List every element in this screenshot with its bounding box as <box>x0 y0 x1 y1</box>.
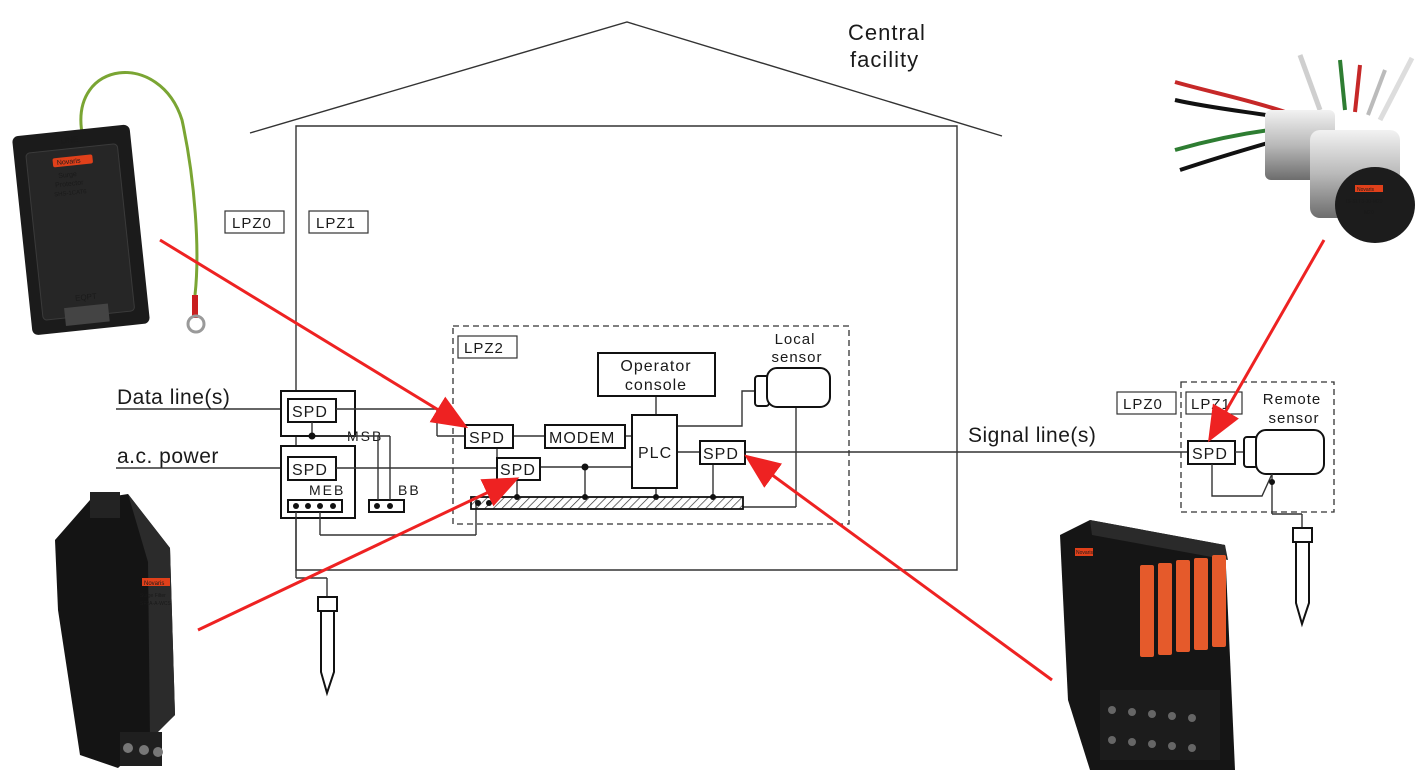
plc-block: PLC <box>631 414 678 489</box>
spd-remote: SPD <box>1187 440 1236 465</box>
ground-rod-remote <box>1292 527 1313 628</box>
svg-text:EQPT: EQPT <box>75 292 98 303</box>
svg-text:Novaris: Novaris <box>57 158 82 167</box>
svg-text:IS-SLT3-30-M20: IS-SLT3-30-M20 <box>1346 199 1383 205</box>
data-line-label: Data line(s) <box>117 386 230 409</box>
zone-label-lpz2: LPZ2 <box>457 335 518 359</box>
svg-text:SPD: SPD <box>292 404 328 421</box>
svg-text:Novaris: Novaris <box>1357 187 1374 193</box>
remote-lpz1-region <box>1180 381 1335 513</box>
zone-label-lpz0: LPZ0 <box>224 210 285 234</box>
signal-line-label: Signal line(s) <box>968 424 1096 447</box>
svg-text:MODEM: MODEM <box>549 430 615 447</box>
svg-text:LPZ1: LPZ1 <box>316 215 356 232</box>
remote-sensor <box>1243 429 1325 475</box>
svg-text:LINE: LINE <box>60 135 79 146</box>
bb-label: BB <box>398 482 421 498</box>
meb-bar <box>287 499 343 513</box>
svg-text:Operator: Operator <box>620 358 691 375</box>
svg-text:console: console <box>625 377 687 394</box>
lpz2-region <box>452 325 850 525</box>
meb-label: MEB <box>309 482 345 498</box>
svg-text:SF2A-A-WCS: SF2A-A-WCS <box>140 601 172 607</box>
ethernet-surge-protector-photo: LINE Novaris Surge Protector SHS-1CAT6 E… <box>12 71 206 335</box>
svg-text:LPZ0: LPZ0 <box>1123 396 1163 413</box>
remote-sensor-label-1: Remote <box>1263 391 1322 408</box>
equipotential-bonding-bar <box>470 496 744 510</box>
sensor-surge-protector-photo: Novaris IS-SLT3-30-M20 M20 <box>1172 52 1427 243</box>
bb-bar <box>368 499 405 513</box>
svg-text:M20: M20 <box>1364 210 1374 216</box>
ground-rod-main <box>317 596 338 697</box>
svg-text:Protector: Protector <box>55 179 85 189</box>
svg-text:Surge Filter: Surge Filter <box>140 593 166 599</box>
svg-text:SPD: SPD <box>1192 446 1228 463</box>
svg-text:SHS-1CAT6: SHS-1CAT6 <box>54 189 88 198</box>
spd-signal-lpz2: SPD <box>699 440 746 465</box>
din-rail-signal-modules-photo: Novaris <box>1060 520 1235 770</box>
svg-text:Surge: Surge <box>58 171 77 180</box>
zone-label-lpz0-remote: LPZ0 <box>1116 391 1177 415</box>
svg-text:SPD: SPD <box>703 446 739 463</box>
svg-text:SPD: SPD <box>292 462 328 479</box>
svg-text:Novaris: Novaris <box>144 581 164 587</box>
power-line-label: a.c. power <box>117 445 219 468</box>
spd-data-lpz2: SPD <box>464 424 514 449</box>
svg-text:LPZ2: LPZ2 <box>464 340 504 357</box>
facility-title-line-2: facility <box>850 47 919 72</box>
internal-wiring <box>295 390 1188 597</box>
spd-power-lpz2: SPD <box>496 457 541 481</box>
central-facility-building <box>249 21 1003 571</box>
operator-console-block: Operator console <box>597 352 716 397</box>
power-surge-filter-photo: Novaris Surge Filter SF2A-A-WCS <box>55 492 175 768</box>
local-sensor: Local sensor <box>754 331 831 408</box>
remote-sensor-label-2: sensor <box>1268 410 1319 427</box>
svg-text:LPZ0: LPZ0 <box>232 215 272 232</box>
svg-text:SPD: SPD <box>500 462 536 479</box>
zone-label-lpz1: LPZ1 <box>308 210 369 234</box>
spd-data-entry: SPD <box>287 398 337 423</box>
svg-text:Novaris: Novaris <box>1076 550 1093 556</box>
svg-text:PLC: PLC <box>638 445 672 462</box>
svg-text:Local: Local <box>775 331 816 348</box>
remote-wiring <box>1211 464 1303 528</box>
spd-power-entry: SPD <box>287 456 337 481</box>
product-pointer-arrows <box>159 238 1326 682</box>
modem-block: MODEM <box>544 424 626 449</box>
svg-text:sensor: sensor <box>771 349 822 366</box>
svg-text:SPD: SPD <box>469 430 505 447</box>
facility-title-line-1: Central <box>848 20 926 45</box>
